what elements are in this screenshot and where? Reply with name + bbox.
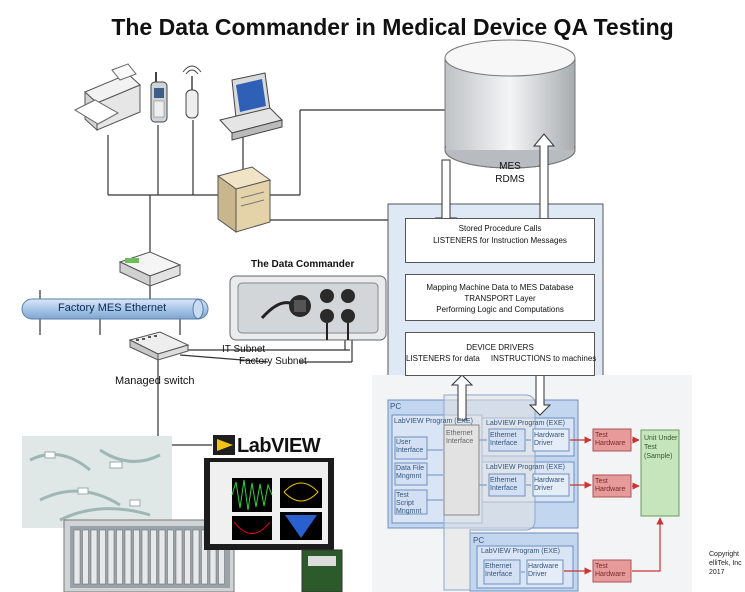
stack-layer-2-line-1: Mapping Machine Data to MES Database	[426, 283, 574, 292]
pxi-slot	[124, 529, 132, 585]
database-icon	[444, 39, 576, 169]
ethernet-interface-label-3: Ethernet Interface	[490, 477, 518, 492]
pxi-slot	[107, 529, 115, 585]
uut-label: Unit Under Test (Sample)	[644, 435, 678, 460]
test-hardware-label-1: Test Hardware	[595, 432, 626, 447]
mes-label: MES	[499, 161, 521, 172]
server-icon	[216, 166, 272, 233]
hardware-driver-label-3: Hardware Driver	[528, 563, 559, 578]
stack-layer-1-line-1: Stored Procedure Calls	[458, 224, 542, 233]
handheld-icon	[150, 72, 168, 123]
test-hardware-label-2: Test Hardware	[595, 478, 626, 493]
data-file-label: Data File Mngmnt	[396, 465, 425, 480]
network-lines	[39, 109, 445, 446]
data-commander-device	[229, 275, 387, 341]
pxi-slot	[116, 529, 123, 585]
labview-logo-text: LabVIEW	[237, 435, 321, 457]
pxi-chassis	[63, 519, 235, 592]
uut-box	[640, 429, 680, 517]
copyright-line-2: elliTek, Inc	[709, 560, 742, 567]
computer-icon	[219, 72, 283, 141]
pxi-slot	[150, 529, 157, 585]
test-hardware-boxes	[592, 428, 632, 583]
product-photo	[22, 436, 172, 528]
stack-layer-2-line-3: Performing Logic and Computations	[436, 305, 564, 314]
pxi-slot	[184, 529, 191, 585]
stack-layer-2-line-2: TRANSPORT Layer	[464, 294, 536, 303]
pxi-slot	[99, 529, 106, 585]
factory-subnet-label: Factory Subnet	[239, 356, 307, 367]
copyright-line-3: 2017	[709, 569, 725, 576]
managed-switch-label: Managed switch	[115, 375, 195, 387]
monitor-screenshot	[204, 458, 334, 550]
stack-layer-1-line-2: LISTENERS for Instruction Messages	[433, 236, 567, 245]
pxi-slot	[141, 529, 149, 585]
copyright: Copyright elliTek, Inc 2017	[709, 550, 745, 577]
pxi-slot	[90, 529, 98, 585]
pxi-slot	[158, 529, 166, 585]
labview-logo-mark	[213, 435, 235, 455]
rdms-label: RDMS	[495, 174, 525, 185]
ethernet-interface-main	[443, 424, 480, 516]
hardware-driver-label-2: Hardware Driver	[534, 477, 565, 492]
ethernet-pipe	[21, 298, 209, 320]
printer-icon	[73, 63, 141, 132]
pxi-slot	[82, 529, 89, 585]
labview-program-label-2: LabVIEW Program (EXE)	[486, 420, 565, 427]
labview-program-label-3: LabVIEW Program (EXE)	[486, 464, 565, 471]
hardware-driver-boxes	[526, 428, 570, 585]
stack-layer-3-line-1: DEVICE DRIVERS	[466, 343, 534, 352]
pc-label-1: PC	[390, 402, 402, 411]
inner-boxes	[394, 428, 526, 585]
pxi-slot	[192, 529, 200, 585]
ethernet-interface-label-4: Ethernet Interface	[485, 563, 513, 578]
user-interface-label: User Interface	[396, 439, 424, 454]
router-icon	[118, 251, 182, 287]
copyright-line-1: Copyright	[709, 551, 739, 558]
hardware-arrows	[564, 436, 664, 575]
test-hardware-label-3: Test Hardware	[595, 563, 626, 578]
ethernet-label: Factory MES Ethernet	[58, 302, 167, 314]
pxi-slot	[73, 529, 81, 585]
program-arrows	[427, 439, 531, 573]
stack-layer-2: Mapping Machine Data to MES Database TRA…	[405, 274, 595, 321]
labview-program-label-1: LabVIEW Program (EXE)	[394, 418, 473, 425]
pxi-slot	[167, 529, 174, 585]
stack-layer-3-line-2: LISTENERS for data INSTRUCTIONS to machi…	[406, 354, 597, 363]
stack-layer-3: DEVICE DRIVERS LISTENERS for data INSTRU…	[405, 332, 597, 376]
pxi-slot	[133, 529, 140, 585]
stack-arrows	[450, 371, 552, 421]
pxi-slot	[175, 529, 183, 585]
ethernet-interface-label-2: Ethernet Interface	[490, 432, 518, 447]
wireless-icon	[182, 65, 202, 119]
hardware-card	[301, 549, 343, 592]
mes-db-label: MES RDMS	[455, 160, 565, 186]
it-subnet-label: IT Subnet	[222, 344, 266, 355]
data-commander-label: The Data Commander	[251, 259, 355, 270]
test-script-label: Test Script Mngmnt	[396, 492, 422, 515]
switch-icon	[128, 331, 190, 361]
page-title: The Data Commander in Medical Device QA …	[111, 14, 674, 40]
labview-program-label-4: LabVIEW Program (EXE)	[481, 548, 560, 555]
stack-layer-1: Stored Procedure Calls LISTENERS for Ins…	[405, 218, 595, 263]
hardware-driver-label-1: Hardware Driver	[534, 432, 565, 447]
pc-label-2: PC	[473, 536, 485, 545]
ethernet-interface-label-main: Ethernet Interface	[446, 430, 474, 445]
